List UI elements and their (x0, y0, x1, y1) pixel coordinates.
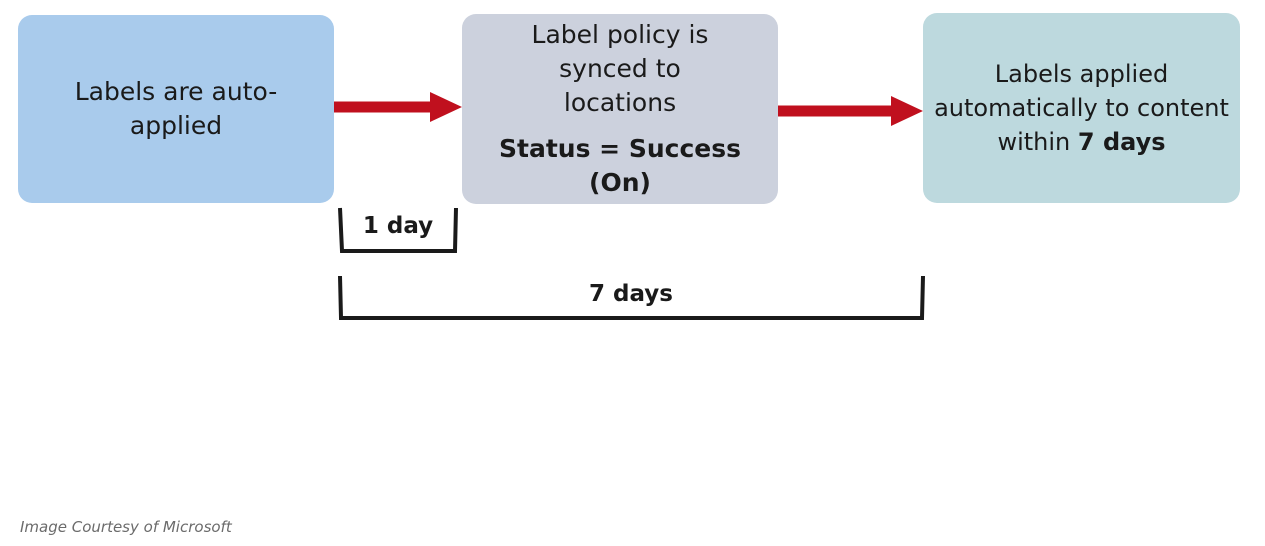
bracket-1day (338, 207, 458, 253)
step-2-status: Status = Success (On) (499, 134, 741, 197)
step-1-box: Labels are auto-applied (18, 15, 334, 203)
arrow-step2-to-step3 (778, 96, 923, 126)
bracket-7days (338, 275, 925, 320)
bracket-1day-label: 1 day (362, 213, 434, 239)
step-2-box: Label policy is synced to locations Stat… (462, 14, 778, 204)
image-credit: Image Courtesy of Microsoft (20, 518, 232, 536)
step-3-text-bold: 7 days (1077, 128, 1166, 156)
step-1-text: Labels are auto-applied (74, 77, 278, 140)
arrow-step1-to-step2 (334, 92, 462, 122)
arrowhead (891, 96, 923, 126)
step-3-text: Labels applied automatically to content … (929, 57, 1234, 159)
bracket-7days-label: 7 days (589, 281, 673, 307)
step-2-text: Label policy is synced to locations (531, 20, 709, 117)
step-3-text-regular: Labels applied automatically to content … (934, 60, 1229, 156)
arrowhead (430, 92, 462, 122)
step-3-box: Labels applied automatically to content … (923, 13, 1240, 203)
